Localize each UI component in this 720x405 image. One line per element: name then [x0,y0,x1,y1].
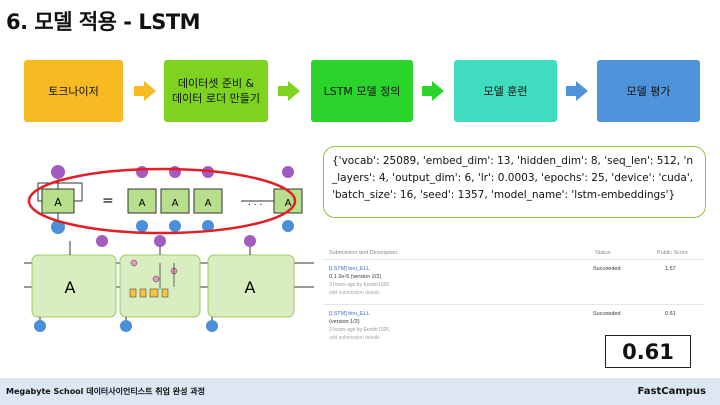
svg-text:. . .: . . . [248,198,262,208]
row-score: 1.57 [665,266,676,272]
step-model-definition: LSTM 모델 정의 [311,60,413,122]
row-title-link[interactable]: [LSTM] bini_ELL [329,266,370,272]
arrow-right-icon [422,81,444,101]
slide-title: 6. 모델 적용 - LSTM [6,10,201,34]
row-meta: 3 hours ago by Eunbir1026 [329,282,390,288]
step-model-evaluation: 모델 평가 [597,60,700,122]
add-details-link[interactable]: add submission details [329,290,380,296]
row-version: 0.1 2e-5 (version 2/2) [329,274,382,280]
row-title-link[interactable]: [LSTM] bini_ELL [329,311,370,317]
svg-text:A: A [205,198,212,209]
arrow-right-icon [566,81,588,101]
divider [323,304,703,305]
rnn-unrolled-cells: A A A A . . . [127,166,303,232]
step-tokenizer: 토크나이저 [24,60,123,122]
result-score: 0.61 [605,335,691,368]
step-dataset-loader: 데이터셋 준비 & 데이터 로더 만들기 [164,60,268,122]
svg-text:A: A [65,278,76,297]
header-submission: Submission and Description [329,250,398,256]
rnn-rolled-cell: A [37,165,83,234]
lstm-diagram: A = A A A A . . . A A [24,165,314,332]
footer-brand: FastCampus [637,386,706,397]
equals-sign: = [102,193,114,209]
divider [323,259,703,260]
svg-text:A: A [139,198,146,209]
row-status: Succeeded [593,311,621,317]
footer-course: Megabyte School 데이터사이언티스트 취업 완성 과정 [6,387,205,396]
step-model-training: 모델 훈련 [454,60,557,122]
footer-bar: Megabyte School 데이터사이언티스트 취업 완성 과정 FastC… [0,378,720,405]
row-meta: 3 hours ago by Eunbir1026 [329,327,390,333]
header-status: Status [595,250,611,256]
svg-text:A: A [172,198,179,209]
row-score: 0.61 [665,311,676,317]
svg-text:A: A [54,196,62,209]
row-version: (version 1/2) [329,319,360,325]
svg-text:A: A [245,278,256,297]
highlight-ellipse [27,167,297,235]
add-details-link[interactable]: add submission details [329,335,380,341]
svg-text:A: A [285,198,292,209]
arrow-right-icon [134,81,156,101]
row-status: Succeeded [593,266,621,272]
header-score: Public Score [657,250,688,256]
arrow-right-icon [278,81,300,101]
leaderboard-table: Submission and Description Status Public… [323,247,703,357]
lstm-chain: A A [24,235,314,332]
model-params-box: {'vocab': 25089, 'embed_dim': 13, 'hidde… [323,146,706,218]
